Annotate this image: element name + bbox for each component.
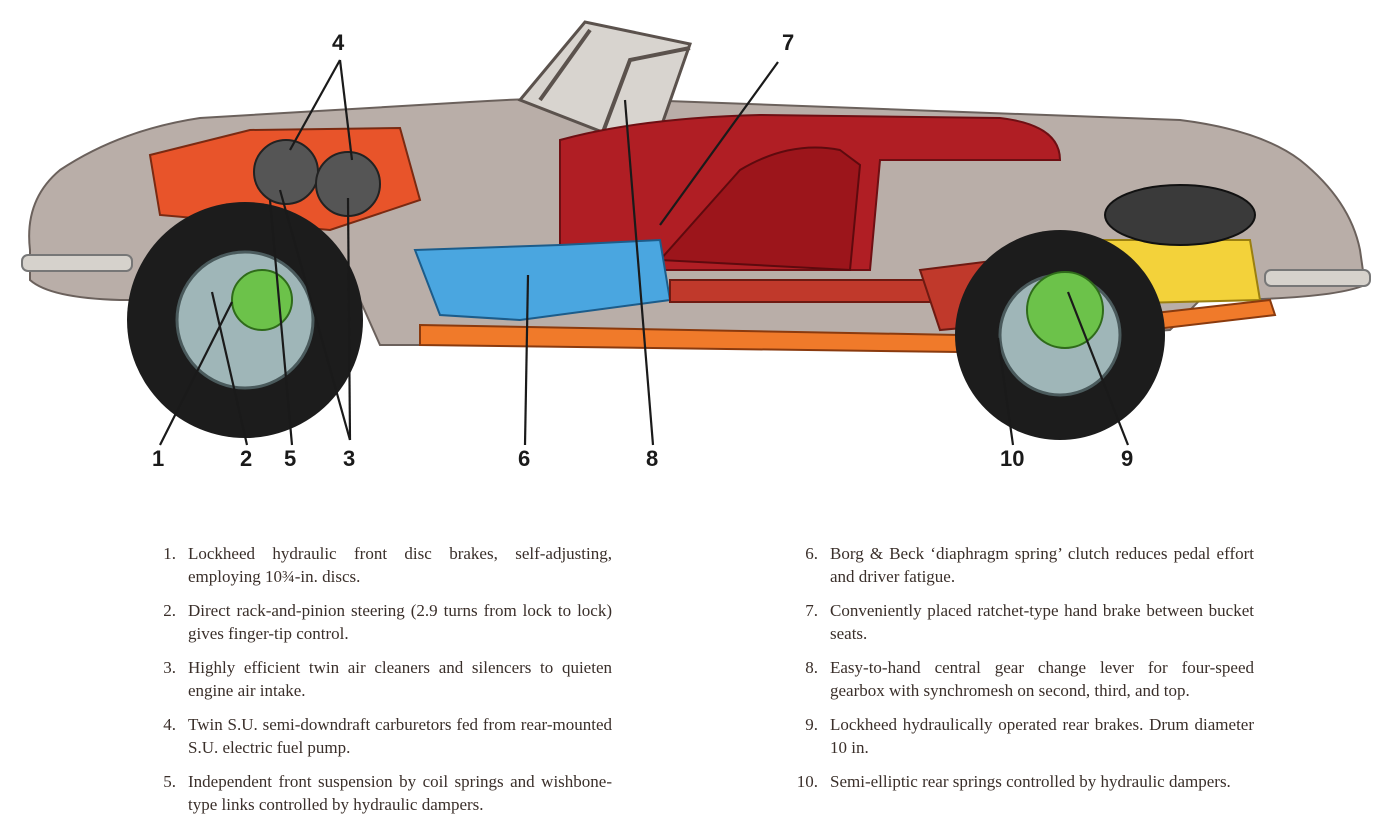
leader-4b: [338, 59, 354, 161]
callout-4: 4: [332, 30, 345, 55]
legend-number: 4.: [163, 715, 176, 734]
legend-number: 9.: [805, 715, 818, 734]
legend-number: 7.: [805, 601, 818, 620]
air-cleaner-front: [253, 139, 319, 205]
legend-left-column: 1. Lockheed hydraulic front disc brakes, …: [152, 542, 612, 827]
rear-drum-brake: [1026, 271, 1104, 349]
legend-item-1: 1. Lockheed hydraulic front disc brakes, …: [152, 542, 612, 588]
legend-text: Lockheed hydraulic front disc brakes, se…: [188, 544, 612, 586]
front-disc-brake: [231, 269, 293, 331]
leader-3b: [346, 197, 352, 441]
leader-lines: [159, 59, 1130, 446]
propeller-shaft: [669, 279, 931, 303]
rear-bumper: [1264, 269, 1371, 287]
spare-tyre: [1104, 184, 1256, 246]
leader-6: [523, 274, 530, 446]
callout-9: 9: [1121, 446, 1133, 471]
legend-text: Twin S.U. semi-downdraft carburetors fed…: [188, 715, 612, 757]
leader-9: [1066, 291, 1130, 446]
legend-text: Independent front suspension by coil spr…: [188, 772, 612, 814]
bucket-seat: [657, 146, 862, 272]
leader-8: [623, 99, 655, 446]
legend-number: 3.: [163, 658, 176, 677]
legend-item-8: 8. Easy-to-hand central gear change lever…: [794, 656, 1254, 702]
legend-number: 6.: [805, 544, 818, 563]
legend-item-10: 10. Semi-elliptic rear springs controlled…: [794, 770, 1254, 793]
callout-5: 5: [284, 446, 296, 471]
legend-text: Easy-to-hand central gear change lever f…: [830, 658, 1254, 700]
legend-text: Semi-elliptic rear springs controlled by…: [830, 772, 1231, 791]
callout-2: 2: [240, 446, 252, 471]
legend-item-4: 4. Twin S.U. semi-downdraft carburetors f…: [152, 713, 612, 759]
callout-3: 3: [343, 446, 355, 471]
legend-item-2: 2. Direct rack-and-pinion steering (2.9 t…: [152, 599, 612, 645]
callout-7: 7: [782, 30, 794, 55]
legend-number: 10.: [796, 772, 818, 791]
leader-10: [996, 337, 1015, 446]
callout-numbers: 1 2 5 3 4 6 7 8 10 9: [152, 30, 1133, 471]
callout-8: 8: [646, 446, 658, 471]
leader-7: [659, 61, 779, 226]
car-cutaway-diagram: 1 2 5 3 4 6 7 8 10 9: [21, 20, 1371, 471]
windscreen-frame: [538, 28, 691, 141]
legend-text: Borg & Beck ‘diaphragm spring’ clutch re…: [830, 544, 1254, 586]
front-bumper: [21, 254, 133, 272]
legend-item-5: 5. Independent front suspension by coil s…: [152, 770, 612, 816]
callout-1: 1: [152, 446, 164, 471]
car-illustration: [21, 20, 1371, 440]
legend-text: Highly efficient twin air cleaners and s…: [188, 658, 612, 700]
legend-text: Lockheed hydraulically operated rear bra…: [830, 715, 1254, 757]
callout-10: 10: [1000, 446, 1024, 471]
legend-item-3: 3. Highly efficient twin air cleaners and…: [152, 656, 612, 702]
legend-number: 1.: [163, 544, 176, 563]
legend-text: Conveniently placed ratchet-type hand br…: [830, 601, 1254, 643]
legend-text: Direct rack-and-pinion steering (2.9 tur…: [188, 601, 612, 643]
legend-item-7: 7. Conveniently placed ratchet-type hand …: [794, 599, 1254, 645]
leader-4a: [289, 59, 341, 151]
legend-item-6: 6. Borg & Beck ‘diaphragm spring’ clutch …: [794, 542, 1254, 588]
callout-6: 6: [518, 446, 530, 471]
leader-5: [268, 199, 294, 446]
leader-3a: [278, 189, 352, 441]
legend-number: 2.: [163, 601, 176, 620]
legend-number: 8.: [805, 658, 818, 677]
legend-item-9: 9. Lockheed hydraulically operated rear b…: [794, 713, 1254, 759]
legend-number: 5.: [163, 772, 176, 791]
leader-2: [210, 291, 249, 446]
windscreen: [517, 20, 692, 137]
legend-right-column: 6. Borg & Beck ‘diaphragm spring’ clutch …: [794, 542, 1254, 804]
